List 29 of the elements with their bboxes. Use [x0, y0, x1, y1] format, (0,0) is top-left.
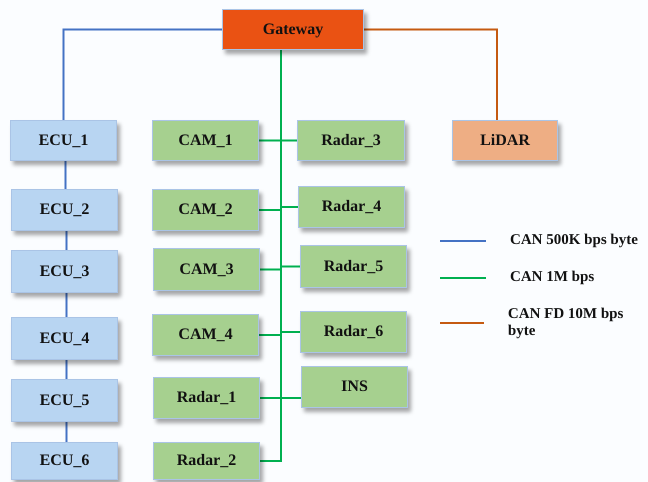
lidar-box: LiDAR	[452, 120, 558, 161]
sensor-box: Radar_2	[153, 442, 260, 480]
sensor-box: Radar_3	[297, 120, 405, 161]
sensor-box: Radar_6	[300, 311, 407, 353]
ecu-box: ECU_3	[11, 250, 118, 293]
sensor-box: Radar_4	[298, 186, 405, 228]
ecu-box: ECU_4	[11, 317, 118, 360]
ecu-box: ECU_5	[11, 379, 118, 422]
legend-label: CAN 500K bps byte	[510, 232, 638, 249]
connector-line	[364, 28, 498, 120]
connector-line	[66, 293, 68, 317]
connector-line	[64, 161, 66, 189]
legend-label: CAN FD 10M bps byte	[508, 306, 624, 340]
ecu-box: ECU_1	[10, 120, 117, 161]
sensor-box: CAM_3	[153, 248, 260, 291]
gateway-box: Gateway	[222, 9, 364, 50]
ecu-box: ECU_6	[11, 442, 118, 480]
ecu-box: ECU_2	[11, 189, 118, 231]
sensor-box: INS	[301, 366, 408, 408]
connector-line	[66, 231, 68, 250]
legend-label: CAN 1M bps	[510, 269, 594, 286]
sensor-box: CAM_4	[152, 314, 259, 356]
connector-line	[62, 28, 222, 120]
sensor-box: CAM_1	[152, 120, 259, 161]
connector-line	[66, 360, 68, 379]
connector-line	[66, 422, 68, 442]
sensor-box: Radar_1	[153, 377, 260, 419]
sensor-box: Radar_5	[300, 245, 407, 288]
sensor-box: CAM_2	[152, 189, 259, 231]
